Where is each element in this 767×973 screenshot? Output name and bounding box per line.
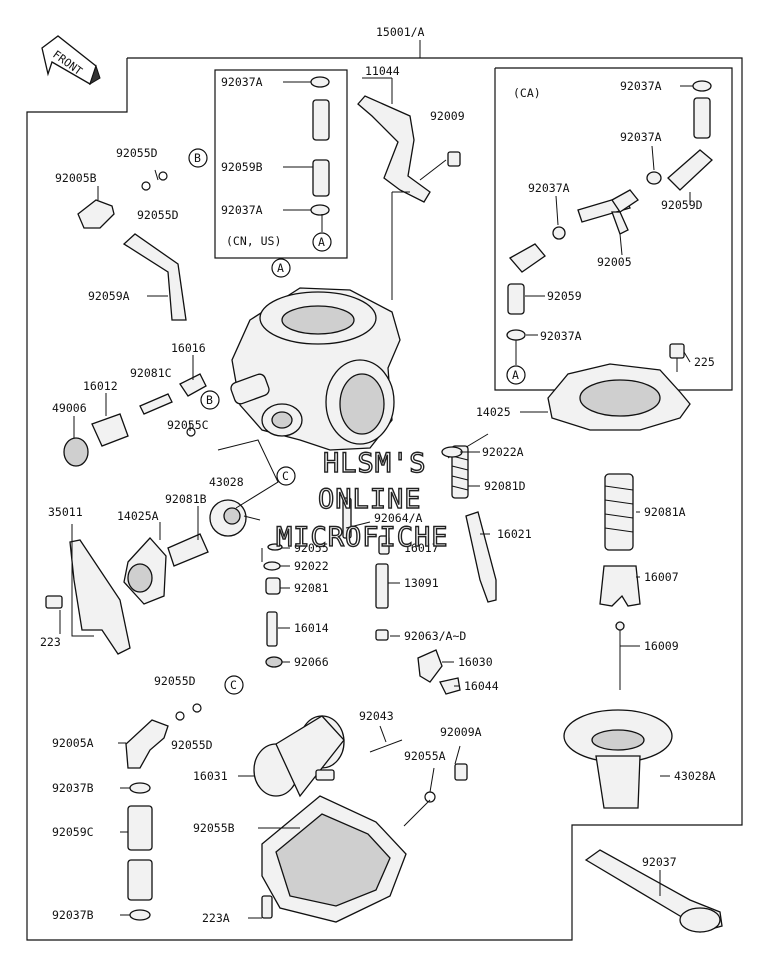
label-92055d-3: 92055D — [154, 674, 196, 688]
piston-43028a — [563, 709, 673, 809]
label-92055a: 92055A — [404, 749, 446, 763]
label-92055: 92055 — [294, 541, 329, 555]
inset-ca-part-2: 92037A — [620, 130, 662, 144]
label-92022: 92022 — [294, 559, 329, 573]
label-92037b-2: 92037B — [52, 908, 94, 922]
connector-c-lower-icon — [224, 675, 244, 695]
label-14025a: 14025A — [117, 509, 159, 523]
assembly-label: 15001/A — [376, 25, 425, 39]
label-92081: 92081 — [294, 581, 329, 595]
inset-ca-part-7: 92037A — [540, 329, 582, 343]
label-92005b: 92005B — [55, 171, 97, 185]
label-11044: 11044 — [365, 64, 400, 78]
inset-cn-us — [214, 69, 348, 259]
float-bowl — [261, 795, 407, 923]
label-92081c: 92081C — [130, 366, 172, 380]
label-92059c: 92059C — [52, 825, 94, 839]
connector-a-main: A — [277, 261, 284, 275]
label-16014: 16014 — [294, 621, 329, 635]
inset-ca-part-5: 92005 — [597, 255, 632, 269]
label-92055b: 92055B — [193, 821, 235, 835]
label-92063: 92063/A~D — [404, 629, 466, 643]
watermark-line-3: MICROFICHE — [276, 522, 449, 553]
label-92055d-1: 92055D — [116, 146, 158, 160]
inset-cn-us-part-3: 92037A — [221, 203, 263, 217]
spring-92081d — [451, 445, 469, 499]
label-92022a: 92022A — [482, 445, 524, 459]
label-92066: 92066 — [294, 655, 329, 669]
label-92064a: 92064/A — [374, 511, 423, 525]
carburetor-body — [230, 287, 401, 451]
label-43028a: 43028A — [674, 769, 716, 783]
inset-ca-connector: A — [512, 368, 519, 382]
label-225: 225 — [694, 355, 715, 369]
cable-bracket — [357, 95, 431, 203]
watermark-line-2: ONLINE — [318, 484, 422, 515]
inset-cn-us-part-1: 92037A — [221, 75, 263, 89]
label-35011: 35011 — [48, 505, 83, 519]
label-14025: 14025 — [476, 405, 511, 419]
label-16021: 16021 — [497, 527, 532, 541]
connector-c-body: C — [282, 469, 289, 483]
label-16031: 16031 — [193, 769, 228, 783]
label-92059a: 92059A — [88, 289, 130, 303]
inset-cn-us-connector: A — [318, 235, 325, 249]
top-cover-14025 — [547, 363, 691, 431]
label-92055d-4: 92055D — [171, 738, 213, 752]
inset-cn-us-region: (CN, US) — [226, 234, 281, 248]
label-16030: 16030 — [458, 655, 493, 669]
connector-b-top-icon — [188, 148, 208, 168]
outer-frame — [26, 57, 743, 941]
label-49006: 49006 — [52, 401, 87, 415]
label-92081b: 92081B — [165, 492, 207, 506]
label-92009a: 92009A — [440, 725, 482, 739]
label-16016: 16016 — [171, 341, 206, 355]
label-92009: 92009 — [430, 109, 465, 123]
label-13091: 13091 — [404, 576, 439, 590]
inset-cn-us-part-2: 92059B — [221, 160, 263, 174]
connector-b-body-icon — [200, 390, 220, 410]
label-16007: 16007 — [644, 570, 679, 584]
inset-ca-part-6: 92059 — [547, 289, 582, 303]
label-16017: 16017 — [404, 541, 439, 555]
label-92005a: 92005A — [52, 736, 94, 750]
connector-c-lower: C — [230, 678, 237, 692]
label-92081d: 92081D — [484, 479, 526, 493]
label-92037: 92037 — [642, 855, 677, 869]
front-arrow-icon: FRONT — [41, 35, 101, 86]
watermark-line-1: HLSM'S — [323, 448, 427, 479]
inset-ca-region: (CA) — [513, 86, 541, 100]
connector-c-body-icon — [276, 466, 296, 486]
label-92081a: 92081A — [644, 505, 686, 519]
label-16009: 16009 — [644, 639, 679, 653]
label-92037b-1: 92037B — [52, 781, 94, 795]
inset-ca-part-1: 92037A — [620, 79, 662, 93]
connector-a-ca-icon — [506, 365, 526, 385]
label-223a: 223A — [202, 911, 230, 925]
connector-b-body: B — [206, 393, 213, 407]
connector-b-top: B — [194, 151, 201, 165]
label-16012: 16012 — [83, 379, 118, 393]
connector-a-icon — [312, 232, 332, 252]
inset-ca-part-4: 92059D — [661, 198, 703, 212]
label-16044: 16044 — [464, 679, 499, 693]
connector-a-main-icon — [271, 258, 291, 278]
inset-ca-part-3: 92037A — [528, 181, 570, 195]
label-43028: 43028 — [209, 475, 244, 489]
spring-92081a — [604, 473, 634, 551]
label-223: 223 — [40, 635, 61, 649]
label-92055c: 92055C — [167, 418, 209, 432]
air-valve-16031 — [253, 715, 345, 798]
label-92055d-2: 92055D — [137, 208, 179, 222]
label-92043: 92043 — [359, 709, 394, 723]
